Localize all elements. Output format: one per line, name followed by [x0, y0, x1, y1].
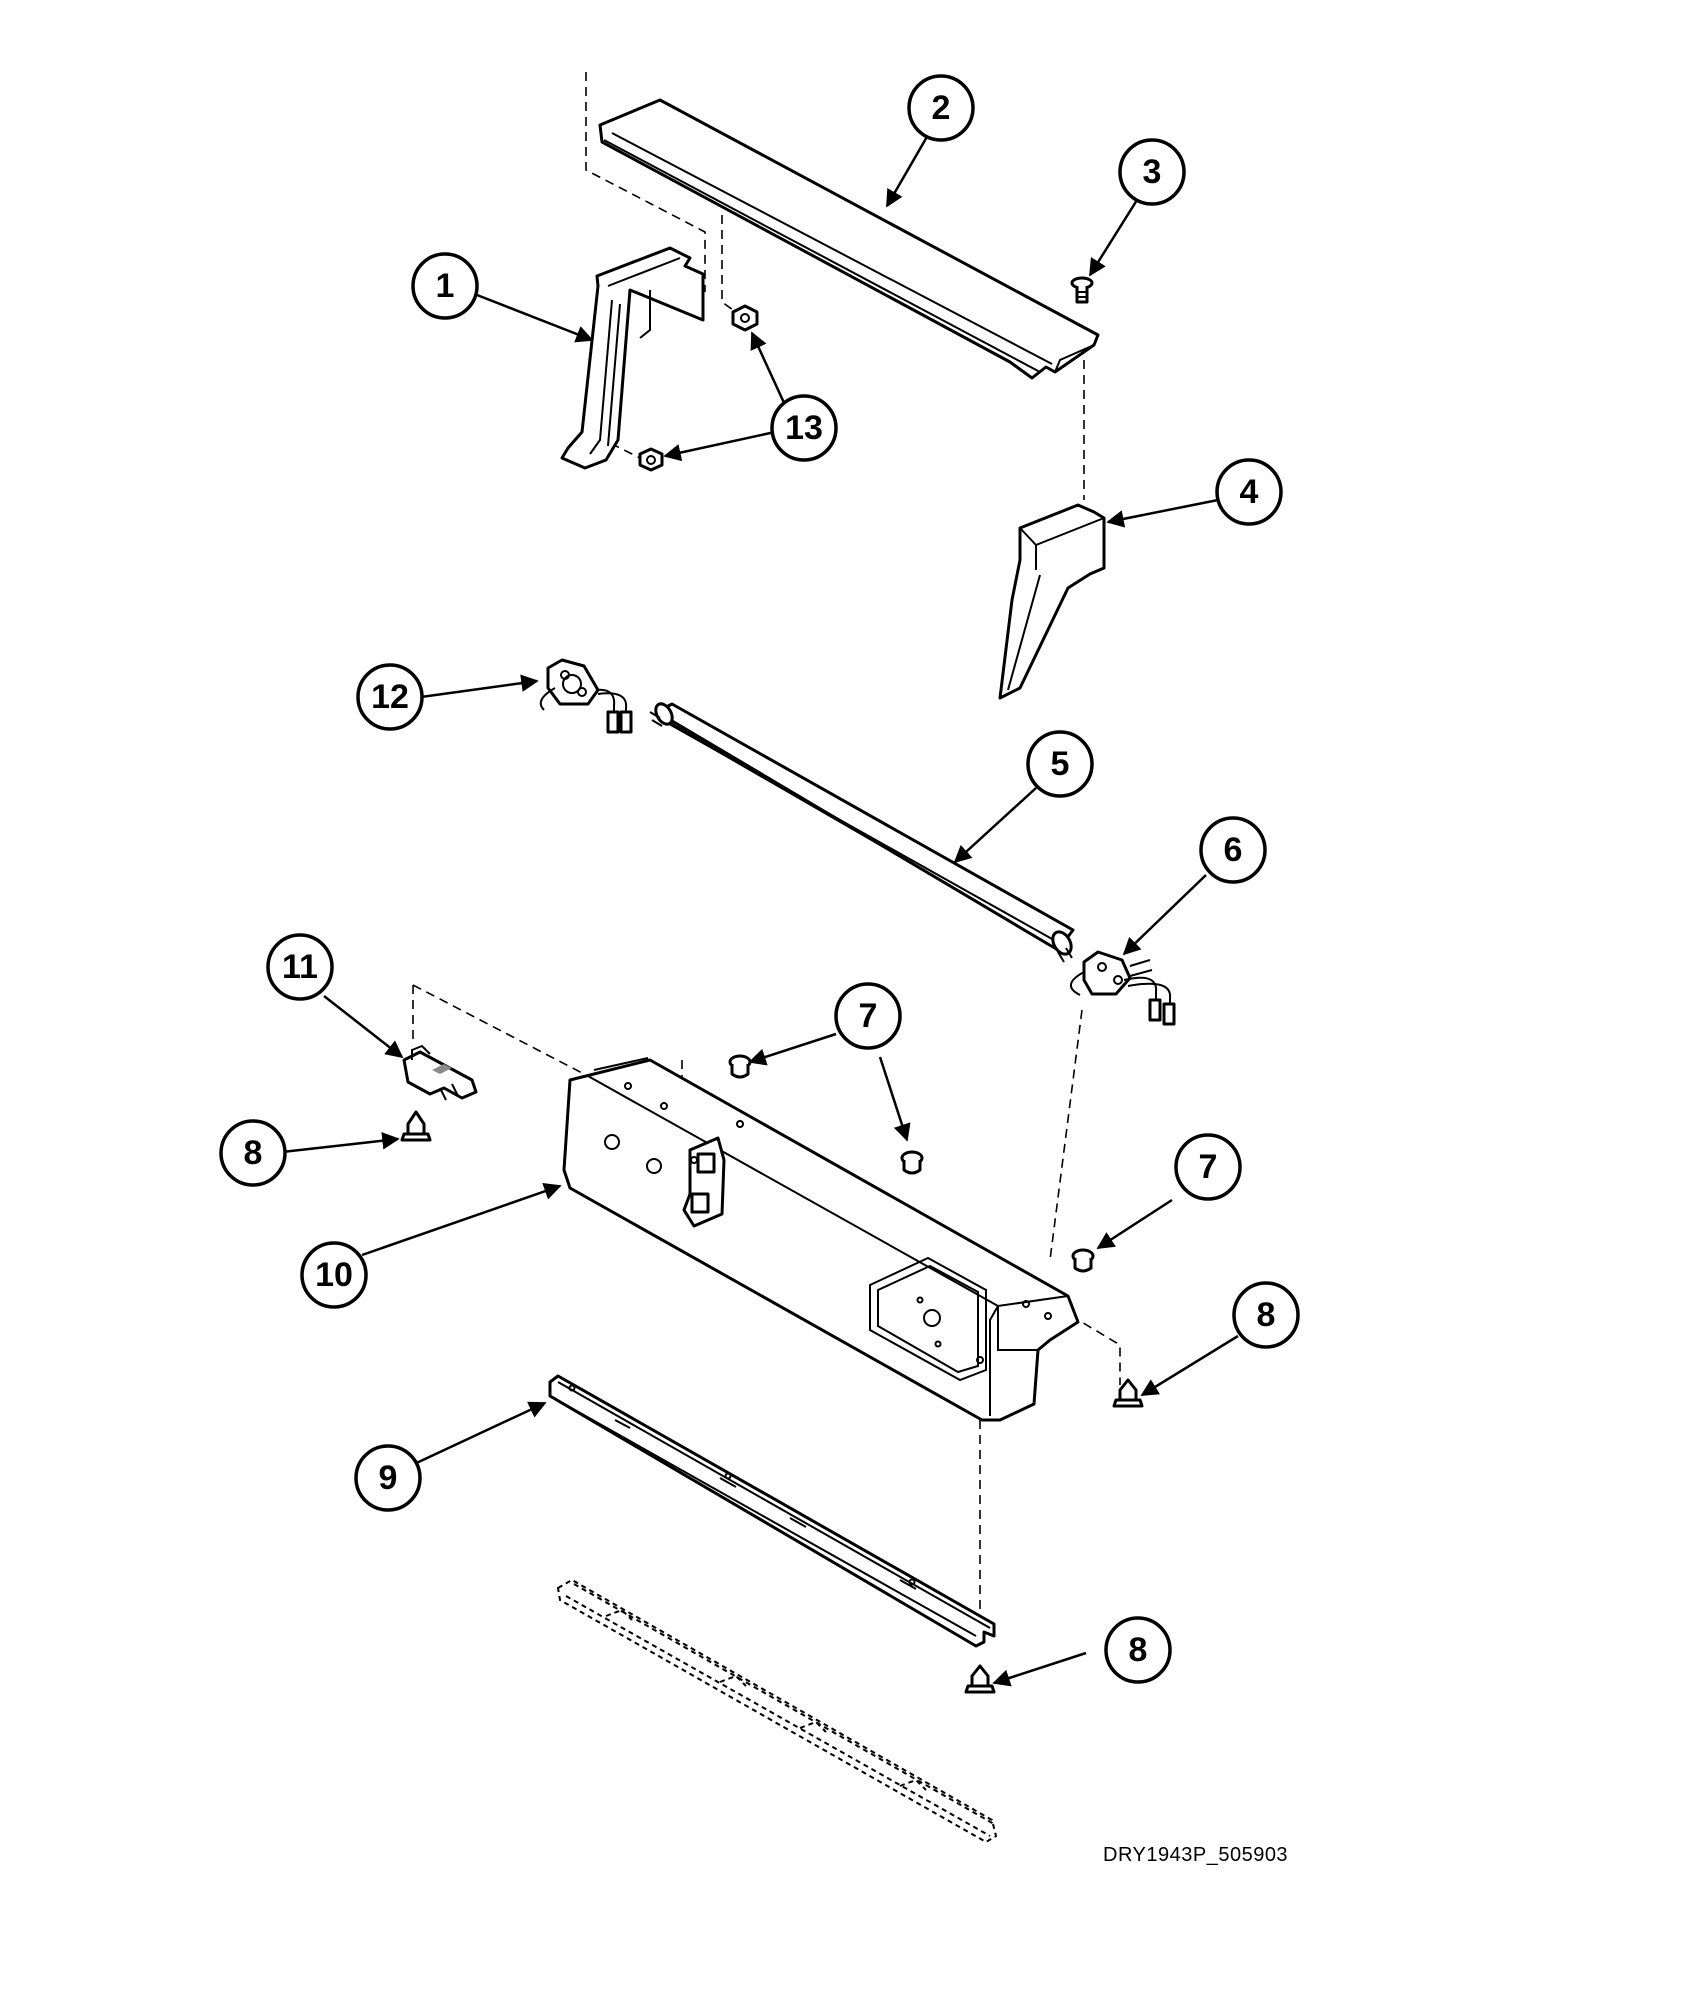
callout-3-label: 3	[1143, 153, 1162, 191]
screw-part-bottom	[964, 1664, 996, 1694]
end-bracket-right-part	[1070, 950, 1176, 1026]
top-cover-part	[598, 98, 1100, 380]
callout-7-upper-label: 7	[859, 997, 878, 1035]
screw-part-left	[400, 1110, 432, 1142]
callout-8-right-label: 8	[1257, 1296, 1276, 1334]
callout-8-bottom-label: 8	[1129, 1631, 1148, 1669]
callout-8-left-label: 8	[244, 1134, 263, 1172]
callout-3: 3	[1118, 138, 1186, 206]
nut-part-upper	[731, 304, 759, 332]
callout-9-label: 9	[379, 1459, 398, 1497]
callout-6-label: 6	[1224, 831, 1243, 869]
drawing-reference-code: DRY1943P_505903	[1103, 1844, 1289, 1866]
heating-element-part	[649, 702, 1075, 963]
ghost-rail-outline	[556, 1578, 998, 1844]
callout-10: 10	[300, 1241, 368, 1309]
callout-12-label: 12	[371, 678, 409, 716]
callout-1-label: 1	[436, 267, 455, 305]
plug-part-2	[900, 1150, 924, 1175]
end-bracket-part	[539, 658, 633, 734]
screw-part	[1070, 276, 1094, 304]
leader-lines	[281, 134, 1239, 1687]
callout-2-label: 2	[932, 89, 951, 127]
callout-11: 11	[266, 933, 334, 1001]
callout-8-bottom: 8	[1104, 1616, 1172, 1684]
callout-1: 1	[411, 252, 479, 320]
callout-8-right: 8	[1232, 1281, 1300, 1349]
plug-part-3	[1071, 1248, 1095, 1273]
callout-6: 6	[1199, 816, 1267, 884]
callout-10-label: 10	[315, 1256, 353, 1294]
callout-7-lower-label: 7	[1199, 1148, 1218, 1186]
screw-part-right	[1112, 1378, 1144, 1408]
right-bracket-part	[998, 503, 1106, 700]
callout-4: 4	[1215, 458, 1283, 526]
callout-8-left: 8	[219, 1119, 287, 1187]
callout-5: 5	[1026, 730, 1094, 798]
plug-part-1	[728, 1054, 752, 1079]
callout-7-upper: 7	[834, 982, 902, 1050]
clip-part	[402, 1044, 478, 1101]
left-bracket-part	[560, 246, 705, 470]
callout-12: 12	[356, 663, 424, 731]
callout-11-label: 11	[282, 948, 318, 986]
callout-7-lower: 7	[1174, 1133, 1242, 1201]
callout-5-label: 5	[1051, 745, 1070, 783]
control-panel-part	[562, 1057, 1080, 1422]
nut-part-lower	[638, 447, 664, 472]
callout-4-label: 4	[1240, 473, 1259, 511]
callout-13: 13	[770, 394, 838, 462]
callout-2: 2	[907, 74, 975, 142]
callout-9: 9	[354, 1444, 422, 1512]
lower-rail-part	[548, 1374, 996, 1648]
callout-13-label: 13	[785, 409, 823, 447]
